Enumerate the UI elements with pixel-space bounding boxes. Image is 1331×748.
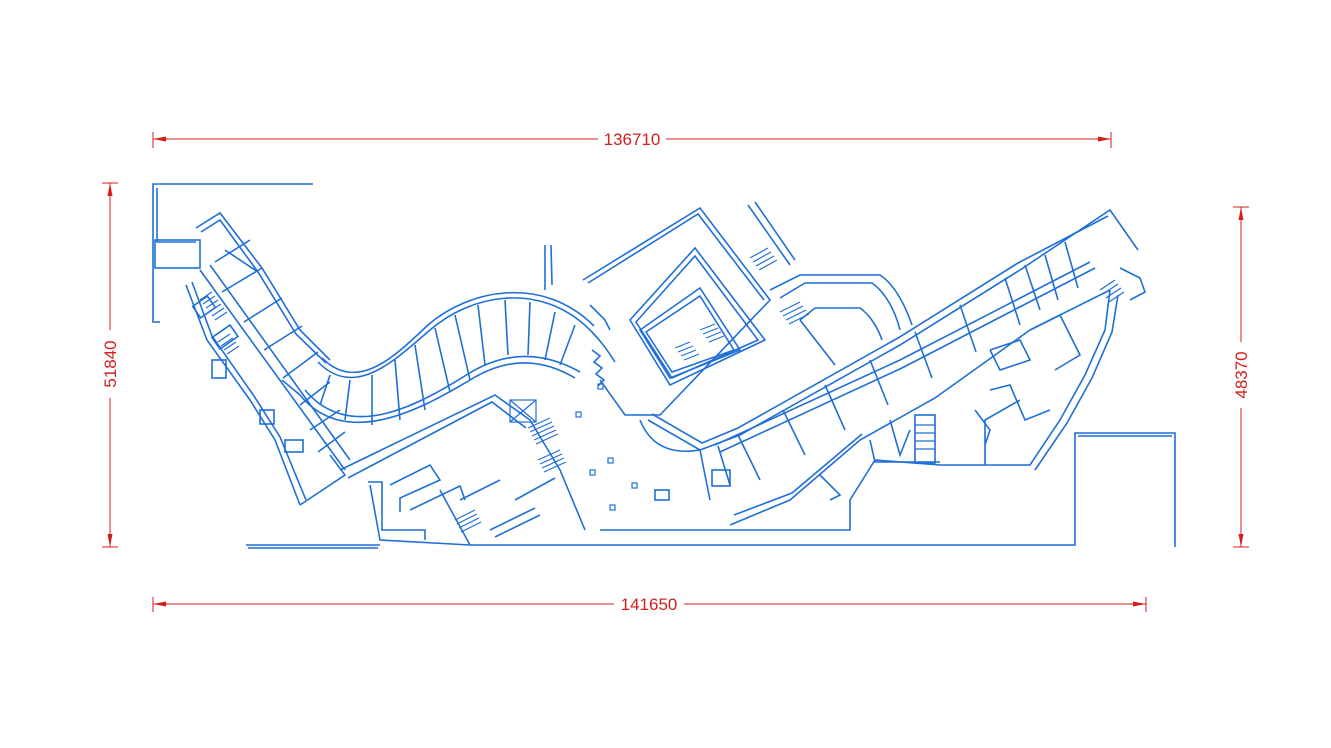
east-rooms-3 bbox=[989, 384, 1051, 422]
atrium-ring bbox=[629, 246, 767, 387]
site-boundary-top-left-inner bbox=[156, 188, 196, 243]
slab-edge bbox=[439, 489, 471, 546]
site-boundary-top-left bbox=[152, 183, 313, 323]
right-wing-inner-2 bbox=[733, 433, 863, 516]
stair-center bbox=[454, 399, 567, 533]
curved-wing-outer bbox=[317, 297, 616, 379]
central-block-left bbox=[368, 481, 426, 540]
columns bbox=[575, 383, 638, 511]
central-block-2 bbox=[409, 484, 466, 511]
curved-wing-rooms bbox=[281, 299, 576, 425]
dimension-bottom-value: 141650 bbox=[621, 595, 678, 614]
dimension-top-value: 136710 bbox=[604, 130, 661, 149]
north-entry-wall bbox=[747, 204, 791, 266]
stair-atrium bbox=[674, 323, 725, 361]
central-wall-3 bbox=[494, 514, 541, 538]
central-wall-2 bbox=[489, 507, 536, 531]
east-rooms-2 bbox=[1029, 313, 1082, 371]
central-block-1 bbox=[389, 463, 442, 512]
right-wing-corridor bbox=[714, 261, 1091, 446]
curved-wing-outer-2 bbox=[321, 291, 595, 374]
wall-block bbox=[154, 239, 201, 269]
left-wing-inner-wall-2 bbox=[191, 281, 307, 501]
atrium-ring-2 bbox=[634, 254, 760, 380]
dimension-left-value: 51840 bbox=[101, 340, 120, 387]
atrium-entry bbox=[589, 304, 611, 331]
north-entry-wall-2 bbox=[754, 201, 796, 261]
right-wing-outer-2 bbox=[651, 215, 1109, 444]
left-wing-corridor-2 bbox=[209, 264, 351, 461]
left-wing-corridor bbox=[199, 269, 346, 471]
central-slab-upper-2 bbox=[347, 401, 527, 479]
dimension-right: 48370 bbox=[1232, 206, 1251, 548]
east-notch bbox=[819, 474, 842, 501]
dimension-top: 136710 bbox=[152, 130, 1112, 149]
stair-left bbox=[199, 291, 240, 355]
dimension-left: 51840 bbox=[101, 182, 120, 548]
central-slab-lower bbox=[369, 432, 1176, 547]
right-wing-corridor-2 bbox=[719, 267, 1096, 453]
dimension-bottom: 141650 bbox=[152, 595, 1147, 614]
atrium-core-2 bbox=[644, 294, 736, 373]
east-rooms-4 bbox=[974, 409, 991, 446]
atrium-outer-2 bbox=[587, 212, 765, 301]
right-wing-rooms bbox=[654, 241, 1079, 501]
building-plan bbox=[152, 183, 1176, 549]
curved-ramp-inner-2 bbox=[799, 307, 883, 341]
dimension-right-value: 48370 bbox=[1232, 351, 1251, 398]
east-block-outer-2 bbox=[1034, 294, 1119, 471]
east-cut bbox=[869, 439, 940, 463]
dimension-annotations: 136710 141650 51840 bbox=[101, 130, 1251, 614]
atrium-core bbox=[638, 286, 742, 379]
central-wall-1 bbox=[459, 479, 501, 501]
right-wing-inner bbox=[729, 289, 1111, 526]
atrium-zigzag bbox=[591, 349, 606, 387]
central-wall-4 bbox=[514, 477, 556, 501]
east-end-cap bbox=[1119, 267, 1146, 301]
east-fold bbox=[889, 419, 911, 458]
left-wing-end bbox=[299, 454, 347, 506]
east-rooms-1 bbox=[989, 339, 1032, 371]
east-block-outer bbox=[600, 289, 1111, 531]
curved-ramp-outer bbox=[769, 274, 913, 326]
east-core bbox=[914, 414, 936, 464]
ramp-edge bbox=[799, 319, 836, 366]
stair-east bbox=[915, 279, 1125, 450]
curved-ramp-inner bbox=[779, 282, 901, 331]
east-corridor bbox=[984, 399, 1021, 465]
left-wing-inner-wall bbox=[185, 284, 301, 506]
right-wing-curve bbox=[639, 419, 701, 452]
central-slab-upper bbox=[339, 394, 586, 531]
curved-wing-inner bbox=[299, 362, 576, 424]
left-wing-rooms bbox=[191, 239, 346, 453]
atrium-link-2 bbox=[550, 244, 553, 286]
